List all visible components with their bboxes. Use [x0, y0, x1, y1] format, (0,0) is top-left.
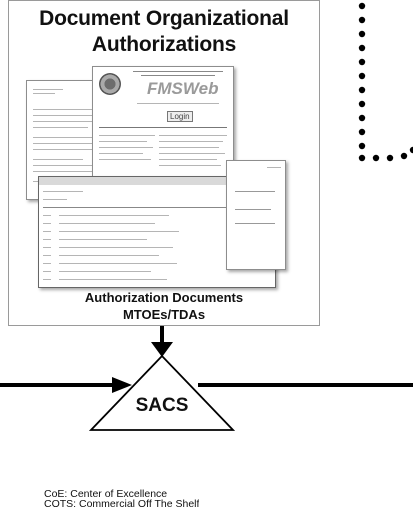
thumbnail-page-right: [226, 160, 286, 270]
legend-cots: COTS: Commercial Off The Shelf: [44, 499, 200, 509]
document-box-caption-line1: Authorization Documents: [84, 290, 244, 305]
document-box-caption-line2: MTOEs/TDAs: [122, 307, 206, 322]
sacs-label: SACS: [135, 395, 189, 416]
flow-diagram: [0, 326, 413, 431]
document-box-title-line1: Document Organizational: [39, 7, 289, 30]
army-seal-icon: [99, 73, 121, 95]
document-box-caption: Authorization Documents MTOEs/TDAs: [8, 289, 320, 323]
legend-coe: CoE: Center of Excellence: [44, 488, 168, 500]
document-box-title: Document Organizational Authorizations: [8, 6, 320, 58]
sacs-triangle: [88, 354, 236, 431]
document-to-sacs-arrowhead: [151, 342, 173, 357]
dotted-connector: [358, 2, 413, 162]
input-flow-arrowhead: [112, 377, 132, 393]
document-box-title-line2: Authorizations: [91, 33, 237, 56]
fmsweb-title: FMSWeb: [147, 79, 219, 98]
fmsweb-login-button: Login: [167, 111, 193, 122]
